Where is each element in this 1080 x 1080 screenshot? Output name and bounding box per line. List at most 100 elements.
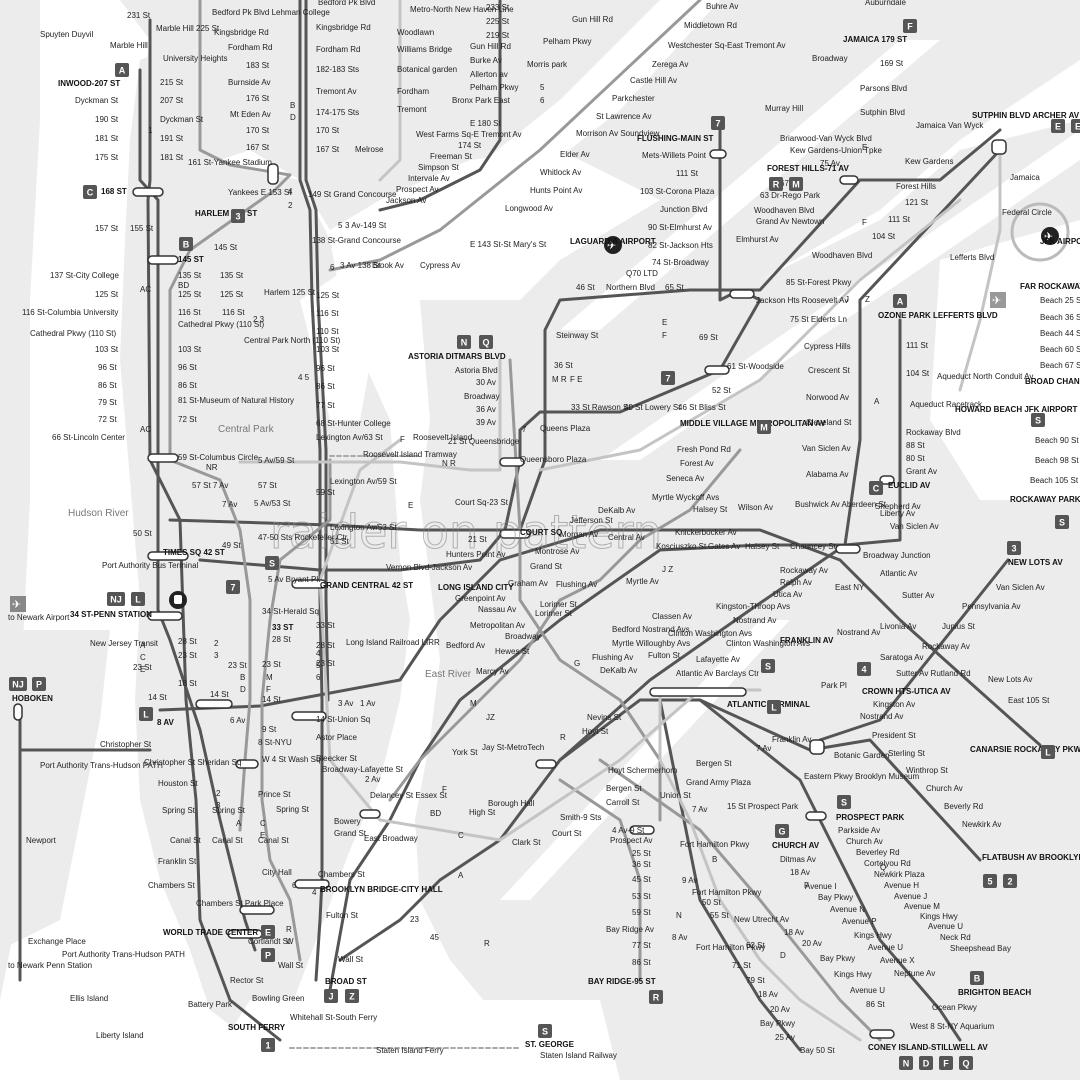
station-marker-timessq[interactable]	[147, 551, 189, 561]
station-label[interactable]: Lafayette Av	[696, 655, 740, 664]
station-label[interactable]: 125 St	[178, 290, 202, 299]
station-label[interactable]: Atlantic Av	[880, 569, 917, 578]
station-label[interactable]: Bleecker St	[316, 754, 358, 763]
station-label[interactable]: DeKalb Av	[598, 506, 635, 515]
station-marker-atlantic[interactable]	[649, 687, 747, 697]
station-label[interactable]: Bay 50 St	[800, 1046, 835, 1055]
station-label[interactable]: Simpson St	[418, 163, 460, 172]
station-label[interactable]: Middletown Rd	[684, 21, 737, 30]
station-label[interactable]: Hewes St	[495, 647, 530, 656]
station-label[interactable]: 59 St-Columbus Circle	[178, 453, 259, 462]
station-label[interactable]: 50 St	[133, 529, 152, 538]
station-label[interactable]: Central Av	[608, 533, 645, 542]
major-station-label[interactable]: 33 ST	[272, 623, 293, 632]
station-label[interactable]: 6 Av	[230, 716, 245, 725]
major-station-label[interactable]: HOBOKEN	[12, 694, 53, 703]
station-label[interactable]: Port Authority Bus Terminal	[102, 561, 199, 570]
station-label[interactable]: Ditmas Av	[780, 855, 816, 864]
station-label[interactable]: Sutter Av Rutland Rd	[896, 669, 971, 678]
major-station-label[interactable]: BROOKLYN BRIDGE-CITY HALL	[320, 885, 443, 894]
station-label[interactable]: Grand Av Newtown	[756, 217, 824, 226]
station-label[interactable]: 104 St	[906, 369, 930, 378]
station-label[interactable]: Sheepshead Bay	[950, 944, 1011, 953]
station-label[interactable]: 69 St	[699, 333, 718, 342]
station-label[interactable]: Bowling Green	[252, 994, 304, 1003]
route-badge[interactable]: 3	[231, 209, 245, 223]
major-station-label[interactable]: TIMES SQ 42 ST	[163, 548, 225, 557]
station-label[interactable]: Prince St	[258, 790, 291, 799]
station-label[interactable]: 75 St Elderts Ln	[790, 315, 847, 324]
station-label[interactable]: Flushing Av	[592, 653, 633, 662]
station-label[interactable]: 53 St	[632, 892, 651, 901]
station-label[interactable]: Avenue X	[880, 956, 915, 965]
route-badge[interactable]: C	[869, 481, 883, 495]
station-label[interactable]: 74 St-Broadway	[652, 258, 709, 267]
station-label[interactable]: Auburndale	[865, 0, 906, 7]
station-label[interactable]: 125 St	[316, 291, 340, 300]
station-label[interactable]: Lexington Av/59 St	[330, 477, 397, 486]
station-label[interactable]: 8 Av	[672, 933, 687, 942]
station-label[interactable]: Norwood Av	[806, 393, 849, 402]
station-label[interactable]: Grand St	[530, 562, 563, 571]
station-label[interactable]: Beach 60 St	[1040, 345, 1080, 354]
station-label[interactable]: 85 St-Forest Pkwy	[786, 278, 851, 287]
major-station-label[interactable]: PROSPECT PARK	[836, 813, 905, 822]
station-label[interactable]: Woodlawn	[397, 28, 434, 37]
station-label[interactable]: Kingston-Throop Avs	[716, 602, 790, 611]
route-badge[interactable]: L	[139, 707, 153, 721]
station-label[interactable]: York St	[452, 748, 478, 757]
station-label[interactable]: Tremont Av	[316, 87, 356, 96]
station-label[interactable]: Avenue U	[868, 943, 903, 952]
route-badge[interactable]: S	[1055, 515, 1069, 529]
station-label[interactable]: 61 St-Woodside	[727, 362, 784, 371]
station-label[interactable]: Broadway	[464, 392, 500, 401]
route-badge[interactable]: P	[261, 948, 275, 962]
station-label[interactable]: Kew Gardens	[905, 157, 953, 166]
station-label[interactable]: Chambers St	[148, 881, 195, 890]
station-label[interactable]: Beverley Rd	[856, 848, 900, 857]
route-badge[interactable]: 4	[857, 662, 871, 676]
station-label[interactable]: 9 St	[262, 725, 277, 734]
route-badge[interactable]: S	[837, 795, 851, 809]
station-label[interactable]: Parsons Blvd	[860, 84, 907, 93]
station-label[interactable]: Avenue H	[884, 881, 919, 890]
station-label[interactable]: 5 Av/53 St	[254, 499, 291, 508]
station-label[interactable]: Crescent St	[808, 366, 851, 375]
route-badge[interactable]: R	[769, 177, 783, 191]
station-label[interactable]: 125 St	[220, 290, 244, 299]
station-label[interactable]: Junction Blvd	[660, 205, 708, 214]
station-label[interactable]: 9 Av	[682, 876, 697, 885]
station-label[interactable]: Astoria Blvd	[455, 366, 498, 375]
station-label[interactable]: Cathedral Pkwy (110 St)	[178, 320, 264, 329]
station-label[interactable]: Rockaway Av	[922, 642, 970, 651]
station-label[interactable]: Broadway	[505, 632, 541, 641]
route-badge[interactable]: C	[83, 185, 97, 199]
major-station-label[interactable]: FOREST HILLS-71 AV	[767, 164, 849, 173]
station-label[interactable]: 207 St	[160, 96, 184, 105]
major-station-label[interactable]: WORLD TRADE CENTER	[163, 928, 258, 937]
station-label[interactable]: 135 St	[220, 271, 244, 280]
station-label[interactable]: Van Siclen Av	[890, 522, 939, 531]
station-marker-8av[interactable]	[195, 699, 233, 709]
station-label[interactable]: Nostrand Av	[733, 616, 776, 625]
station-label[interactable]: Whitehall St-South Ferry	[290, 1013, 377, 1022]
station-label[interactable]: 88 St	[906, 441, 925, 450]
station-label[interactable]: W 4 St Wash Sq	[262, 755, 320, 764]
station-label[interactable]: Woodhaven Blvd	[754, 206, 814, 215]
route-badge[interactable]: L	[131, 592, 145, 606]
station-label[interactable]: Roosevelt Island	[413, 433, 472, 442]
route-badge[interactable]: B	[179, 237, 193, 251]
station-label[interactable]: Newport	[26, 836, 57, 845]
station-label[interactable]: Bedford Nostrand Avs	[612, 625, 690, 634]
station-label[interactable]: 125 St	[95, 290, 119, 299]
station-marker-hoboken[interactable]	[13, 703, 23, 721]
station-label[interactable]: Cortlandt St	[248, 937, 291, 946]
major-station-label[interactable]: LONG ISLAND CITY	[438, 583, 514, 592]
station-label[interactable]: Christopher St Sheridan Sq	[144, 758, 241, 767]
station-label[interactable]: 169 St	[880, 59, 904, 68]
station-label[interactable]: 86 St	[178, 381, 197, 390]
station-label[interactable]: Canal St	[170, 836, 201, 845]
station-label[interactable]: 7 Av	[756, 744, 771, 753]
station-label[interactable]: Bedford Av	[446, 641, 485, 650]
